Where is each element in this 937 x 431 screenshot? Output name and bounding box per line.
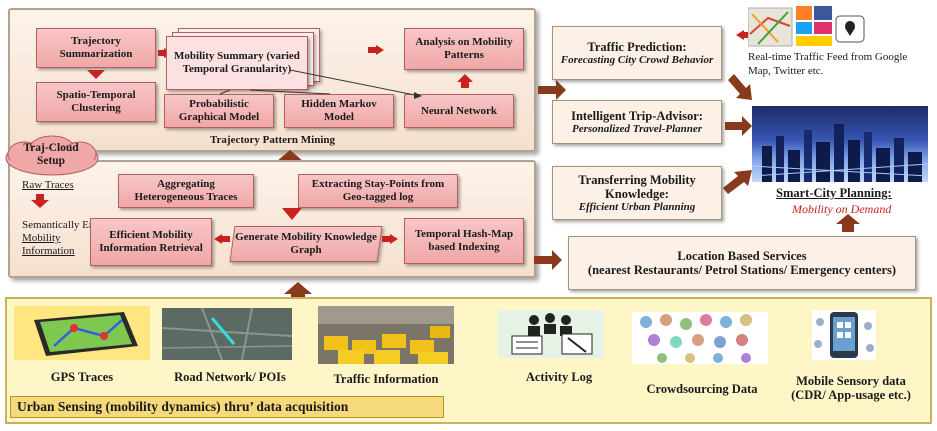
- lbs-subtitle: (nearest Restaurants/ Petrol Stations/ E…: [587, 263, 897, 277]
- trip-advisor-subtitle: Personalized Travel-Planner: [571, 122, 703, 135]
- arrow-stem: [461, 82, 469, 88]
- mobile-phone-icon: [814, 312, 874, 358]
- activity-log-image: [498, 310, 604, 358]
- mobile-sensory-line-2: (CDR/ App-usage etc.): [791, 388, 911, 402]
- neural-network-box: Neural Network: [404, 94, 514, 128]
- gps-image: [14, 306, 150, 360]
- arrow-stem: [291, 293, 305, 299]
- down-arrow-icon: [87, 70, 105, 79]
- traffic-information-label: Traffic Information: [333, 372, 439, 386]
- trajectory-pattern-mining-caption: Trajectory Pattern Mining: [210, 134, 336, 146]
- spatio-temporal-clustering-box: Spatio-Temporal Clustering: [36, 82, 156, 122]
- crowdsourcing-label: Crowdsourcing Data: [646, 382, 758, 396]
- mobile-sensory-image: [812, 310, 876, 360]
- transfer-knowledge-title: Transferring Mobility Knowledge:: [578, 172, 696, 201]
- arrow-stem: [158, 50, 164, 56]
- down-arrow-icon: [282, 208, 302, 220]
- arrow-stem: [222, 236, 230, 242]
- traffic-image: [318, 306, 454, 364]
- road-network-label: Road Network/ POIs: [174, 370, 286, 384]
- up-arrow-icon: [457, 74, 473, 82]
- trip-advisor-title: Intelligent Trip-Advisor:: [571, 108, 703, 123]
- lbs-title: Location Based Services: [677, 249, 807, 263]
- arrow-stem: [382, 236, 390, 242]
- gps-traces-label: GPS Traces: [50, 370, 114, 384]
- traffic-prediction-title: Traffic Prediction:: [587, 39, 687, 54]
- right-arrow-icon: [390, 234, 398, 244]
- up-arrow-icon: [276, 150, 304, 162]
- analysis-on-mobility-patterns-box: Analysis on Mobility Patterns: [404, 28, 524, 70]
- transfer-knowledge-subtitle: Efficient Urban Planning: [578, 200, 696, 213]
- road-map-icon: [162, 308, 292, 360]
- smart-city-subtitle: Mobility on Demand: [792, 202, 892, 216]
- arrow-stem: [368, 47, 376, 53]
- traffic-prediction-subtitle: Forecasting City Crowd Behavior: [560, 53, 714, 66]
- arrow-stem: [36, 194, 44, 200]
- aggregating-box: Aggregating Heterogeneous Traces: [118, 174, 254, 208]
- transfer-knowledge-box: Transferring Mobility Knowledge: Efficie…: [552, 166, 722, 220]
- activity-log-label: Activity Log: [525, 370, 593, 384]
- information-text: Information: [22, 245, 75, 257]
- left-arrow-icon: [214, 234, 222, 244]
- activity-log-icon: [511, 313, 593, 355]
- mobility-summary-box: Mobility Summary (varied Temporal Granul…: [166, 36, 308, 90]
- location-based-services-box: Location Based Services (nearest Restaur…: [568, 236, 916, 290]
- road-network-image: [162, 308, 292, 360]
- right-arrow-icon: [376, 45, 384, 55]
- urban-sensing-label: Urban Sensing (mobility dynamics) thru’ …: [10, 396, 444, 418]
- city-skyline: [752, 124, 928, 182]
- trip-advisor-box: Intelligent Trip-Advisor: Personalized T…: [552, 100, 722, 144]
- smart-city-image: [752, 106, 928, 182]
- gps-phone-icon: [34, 312, 138, 356]
- probabilistic-graphical-model-box: Probabilistic Graphical Model: [164, 94, 274, 128]
- up-arrow-icon: [284, 282, 312, 294]
- smart-city-title: Smart-City Planning:: [776, 186, 892, 200]
- efficient-retrieval-box: Efficient Mobility Information Retrieval: [90, 218, 212, 266]
- traffic-feed-image: [748, 4, 866, 48]
- cloud-icon: [5, 135, 99, 176]
- temporal-hash-box: Temporal Hash-Map based Indexing: [404, 218, 524, 264]
- extracting-box: Extracting Stay-Points from Geo-tagged l…: [298, 174, 458, 208]
- realtime-feed-caption: Real-time Traffic Feed from Google Map, …: [748, 51, 908, 77]
- hidden-markov-model-box: Hidden Markov Model: [284, 94, 394, 128]
- mobile-sensory-label: Mobile Sensory data (CDR/ App-usage etc.…: [776, 374, 926, 402]
- down-arrow-icon: [31, 200, 49, 208]
- map-social-icons: [748, 6, 865, 47]
- traj-cloud-label: Traj-Cloud Setup: [23, 142, 79, 167]
- crowdsourcing-image: [632, 312, 768, 364]
- mobile-sensory-line-1: Mobile Sensory data: [796, 374, 906, 388]
- taxi-traffic-icon: [318, 306, 454, 364]
- mobility-text: Mobility: [22, 232, 61, 244]
- raw-traces-label: Raw Traces: [22, 179, 74, 191]
- crowd-icon: [640, 314, 752, 363]
- traffic-prediction-box: Traffic Prediction: Forecasting City Cro…: [552, 26, 722, 80]
- trajectory-summarization-box: Trajectory Summarization: [36, 28, 156, 68]
